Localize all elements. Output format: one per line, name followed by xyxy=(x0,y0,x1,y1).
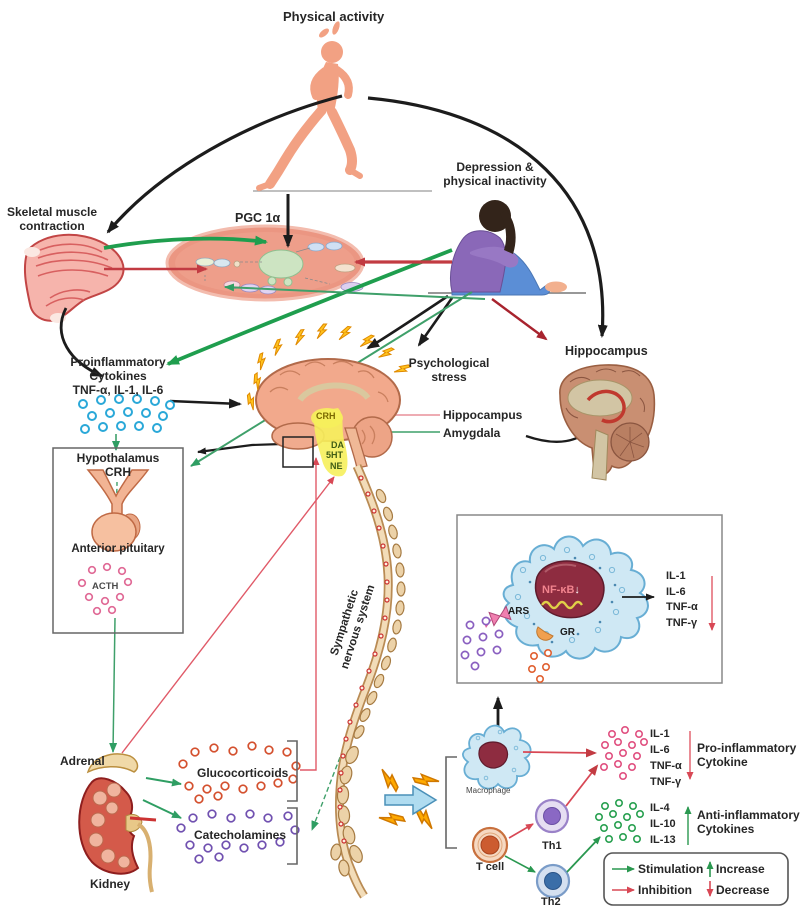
label-depression: Depression & physical inactivity xyxy=(443,160,547,189)
label-pgc1a: PGC 1α xyxy=(235,211,281,225)
inset-glucocorticoid-dots xyxy=(527,648,552,683)
depressed-person-icon xyxy=(449,200,567,296)
label-pro-cytokine-list: IL-1 IL-6 TNF-α TNF-γ xyxy=(650,728,682,788)
pituitary-icon xyxy=(86,469,150,552)
legend-increase: Increase xyxy=(716,862,765,876)
t-cell-icon xyxy=(471,826,509,864)
label-acth: ACTH xyxy=(92,581,119,592)
label-nfkb: NF-κB↓ xyxy=(542,584,580,597)
label-proinflammatory-cytokines: Proinflammatory Cytokines TNF-α, IL-1, I… xyxy=(70,355,166,398)
macrophage-icon xyxy=(462,724,532,790)
label-anti-cytokine-list: IL-4 IL-10 IL-13 xyxy=(650,802,676,846)
nfkb-text: NF-κB xyxy=(542,584,575,596)
label-5ht: 5HT xyxy=(326,450,344,460)
muscle-icon xyxy=(23,233,125,323)
label-th1: Th1 xyxy=(542,840,562,852)
bracket-shapes xyxy=(287,740,457,865)
runner-icon xyxy=(256,21,363,191)
label-macrophage: Macrophage xyxy=(466,786,511,795)
adrenal-icon xyxy=(86,753,139,774)
label-ars: ARS xyxy=(508,606,530,617)
label-anterior-pituitary: Anterior pituitary xyxy=(71,543,165,555)
th2-cell-icon xyxy=(535,863,571,899)
label-skeletal-muscle: Skeletal muscle contraction xyxy=(6,205,98,234)
label-anti-inflammatory: Anti-inflammatory Cytokines xyxy=(697,808,800,837)
legend-box xyxy=(603,852,789,906)
spinal-cord-icon xyxy=(330,464,406,899)
label-crh-brain: CRH xyxy=(316,411,336,421)
flow-arrows-black xyxy=(59,94,608,730)
legend-inhibition: Inhibition xyxy=(638,883,692,897)
inset-catecholamine-dots xyxy=(460,616,504,671)
nfkb-down-arrow-icon: ↓ xyxy=(574,584,580,596)
label-pro-inflammatory: Pro-inflammatory Cytokine xyxy=(697,741,797,770)
label-ne: NE xyxy=(330,461,343,471)
dna-icon xyxy=(541,600,583,610)
label-amygdala: Amygdala xyxy=(443,426,501,440)
anti-cytokine-dots xyxy=(594,798,644,843)
label-adrenal: Adrenal xyxy=(60,754,105,768)
block-arrow-icon xyxy=(384,784,438,816)
label-da: DA xyxy=(331,440,344,450)
label-psychological-stress: Psychological stress xyxy=(408,356,490,385)
brain-icon xyxy=(255,358,401,477)
hippocampus-brain-icon xyxy=(559,364,656,481)
macrophage-inset-box xyxy=(456,514,723,684)
label-glucocorticoids: Glucocorticoids xyxy=(197,766,289,780)
label-t-cell: T cell xyxy=(476,861,505,873)
nfkb-nucleus-icon xyxy=(534,560,605,619)
label-hippocampus-mid: Hippocampus xyxy=(443,408,523,422)
label-hippocampus-top: Hippocampus xyxy=(565,344,648,358)
hypothalamus-zoom-box xyxy=(282,436,314,468)
label-inset-cytokines: IL-1 IL-6 TNF-α TNF-γ xyxy=(666,570,698,629)
kidney-icon xyxy=(78,777,157,893)
label-hypothalamus: Hypothalamus xyxy=(76,451,160,465)
pro-cytokine-dots xyxy=(599,725,648,780)
label-th2: Th2 xyxy=(541,896,561,908)
legend-stimulation: Stimulation xyxy=(638,862,704,876)
title-physical-activity: Physical activity xyxy=(283,9,385,24)
th1-cell-icon xyxy=(534,798,570,834)
legend-decrease: Decrease xyxy=(716,883,770,897)
acth-dots xyxy=(77,562,133,616)
immune-arrows xyxy=(504,748,601,873)
cytokine-trend-lines xyxy=(684,731,694,845)
glucocorticoid-dots xyxy=(178,741,301,804)
catecholamine-dots xyxy=(176,809,300,864)
hpa-axis-box xyxy=(52,447,184,634)
label-gr: GR xyxy=(560,627,575,638)
proinflammatory-cytokine-dots xyxy=(78,394,175,434)
label-catecholamines: Catecholamines xyxy=(194,828,287,842)
label-kidney: Kidney xyxy=(90,877,131,891)
gr-receptor-icon xyxy=(536,626,554,641)
label-crh-axis: CRH xyxy=(105,465,131,479)
